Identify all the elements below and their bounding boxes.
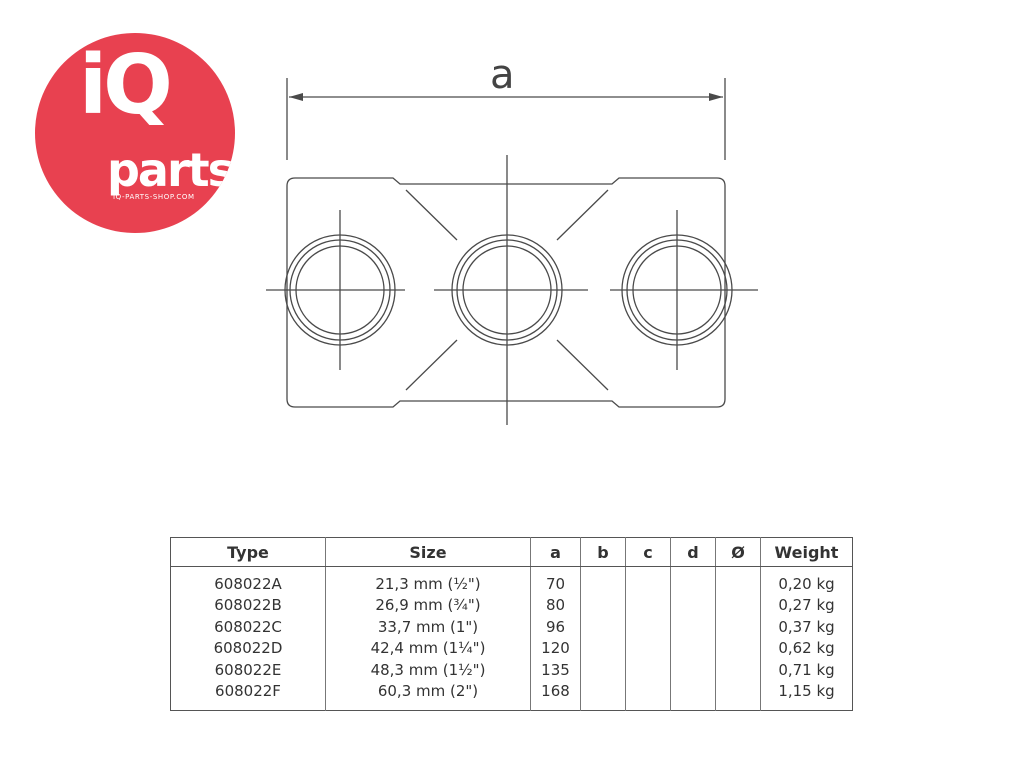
cell-size: 42,4 mm (1¼") [325, 637, 531, 659]
cell-b [580, 637, 626, 659]
cell-c [625, 594, 671, 616]
cell-a: 135 [530, 659, 581, 681]
cell-a: 80 [530, 594, 581, 616]
cell-a: 168 [530, 680, 581, 711]
cell-d [670, 659, 716, 681]
cell-type: 608022A [214, 574, 282, 593]
table-row: 608022F 60,3 mm (2") 168 1,15 kg [171, 680, 853, 711]
cell-weight: 0,27 kg [760, 594, 853, 616]
technical-drawing [266, 78, 758, 425]
cell-d [670, 637, 716, 659]
header-diameter: Ø [715, 537, 761, 567]
header-c: c [625, 537, 671, 567]
cell-d [670, 566, 716, 595]
table-header-row: Type Size a b c d Ø Weight [170, 537, 853, 567]
cell-c [625, 659, 671, 681]
header-size: Size [325, 537, 531, 567]
cell-diameter [715, 616, 761, 638]
cell-weight: 1,15 kg [760, 680, 853, 711]
right-bore [610, 210, 758, 370]
cell-type: 608022D [213, 639, 283, 658]
cell-d [670, 680, 716, 711]
header-d: d [670, 537, 716, 567]
dimension-label-a: a [490, 52, 515, 98]
cell-d [670, 616, 716, 638]
iq-parts-logo: iQ parts IQ-PARTS-SHOP.COM [35, 33, 235, 233]
fitting-outline [286, 177, 726, 408]
table-row: 608022E 48,3 mm (1½") 135 0,71 kg [171, 659, 853, 681]
cell-a: 70 [530, 566, 581, 595]
cell-diameter [715, 637, 761, 659]
cell-d [670, 594, 716, 616]
cell-size: 21,3 mm (½") [325, 566, 531, 595]
cell-c [625, 566, 671, 595]
dimension-a [286, 78, 726, 160]
cell-c [625, 680, 671, 711]
cell-weight: 0,62 kg [760, 637, 853, 659]
center-bore [405, 155, 609, 425]
cell-b [580, 594, 626, 616]
cell-size: 60,3 mm (2") [325, 680, 531, 711]
table-row: 608022A 21,3 mm (½") 70 0,20 kg [171, 566, 853, 595]
header-b: b [580, 537, 626, 567]
header-type: Type [170, 537, 326, 567]
cell-weight: 0,20 kg [760, 566, 853, 595]
cell-diameter [715, 659, 761, 681]
cell-b [580, 659, 626, 681]
cell-a: 120 [530, 637, 581, 659]
cell-size: 48,3 mm (1½") [325, 659, 531, 681]
cell-a: 96 [530, 616, 581, 638]
cell-type: 608022E [214, 660, 282, 679]
logo-brand-bottom: parts [107, 143, 235, 197]
header-a: a [530, 537, 581, 567]
cell-b [580, 566, 626, 595]
logo-url: IQ-PARTS-SHOP.COM [113, 193, 195, 201]
cell-diameter [715, 680, 761, 711]
cell-size: 26,9 mm (¾") [325, 594, 531, 616]
table-row: 608022C 33,7 mm (1") 96 0,37 kg [171, 616, 853, 638]
cell-c [625, 616, 671, 638]
cell-type: 608022B [214, 596, 282, 615]
header-weight: Weight [760, 537, 853, 567]
cell-type: 608022C [214, 617, 282, 636]
cell-size: 33,7 mm (1") [325, 616, 531, 638]
cell-weight: 0,37 kg [760, 616, 853, 638]
specification-table: Type Size a b c d Ø Weight 608022A 21,3 … [170, 537, 853, 711]
cell-b [580, 680, 626, 711]
cell-weight: 0,71 kg [760, 659, 853, 681]
logo-brand-top: iQ [79, 38, 173, 133]
table-row: 608022D 42,4 mm (1¼") 120 0,62 kg [171, 637, 853, 659]
cell-b [580, 616, 626, 638]
cell-type: 608022F [215, 682, 281, 701]
cell-diameter [715, 594, 761, 616]
table-row: 608022B 26,9 mm (¾") 80 0,27 kg [171, 594, 853, 616]
cell-diameter [715, 566, 761, 595]
left-bore [266, 210, 405, 370]
cell-c [625, 637, 671, 659]
